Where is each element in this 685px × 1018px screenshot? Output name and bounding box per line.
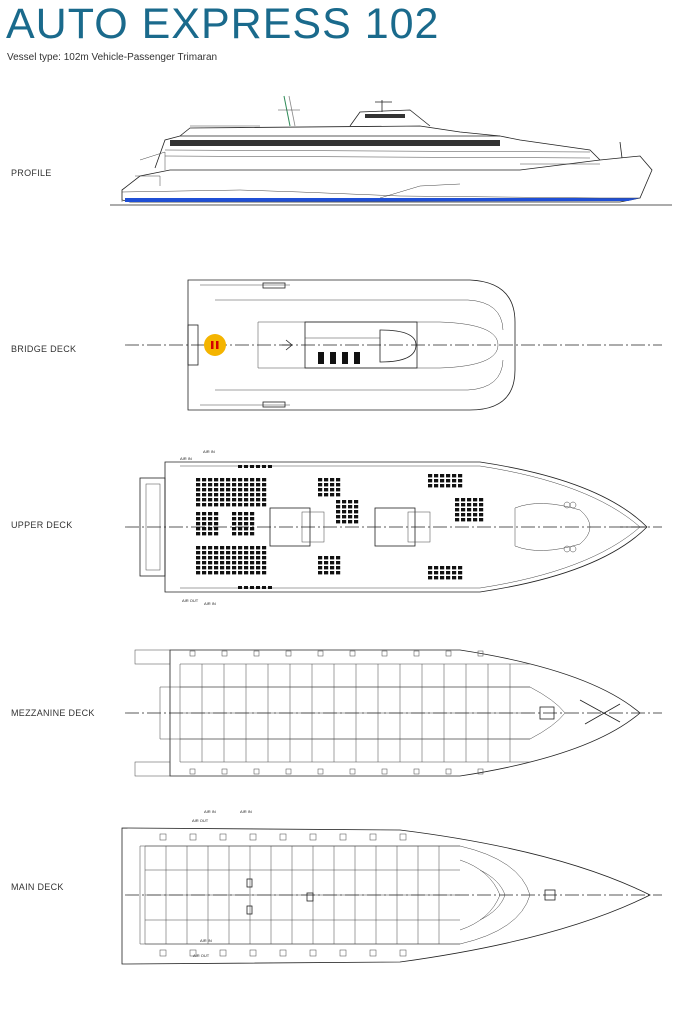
upper-deck-view: AIR IN AIR IN AIR OUT AIR IN <box>125 449 662 606</box>
mezzanine-lane-grid <box>179 650 530 775</box>
vessel-type-subtitle: Vessel type: 102m Vehicle-Passenger Trim… <box>7 52 218 63</box>
svg-text:AIR IN: AIR IN <box>204 601 216 606</box>
mezzanine-deck-view <box>125 649 662 777</box>
page-title: AUTO EXPRESS 102 <box>6 0 440 48</box>
svg-text:AIR IN: AIR IN <box>180 456 192 461</box>
main-deck-lane-grid <box>144 833 460 957</box>
label-profile: PROFILE <box>11 168 52 178</box>
main-deck-view: AIR IN AIR IN AIR OUT AIR IN AIR OUT <box>121 809 662 965</box>
svg-text:AIR IN: AIR IN <box>240 809 252 814</box>
svg-text:AIR OUT: AIR OUT <box>182 598 199 603</box>
svg-text:AIR OUT: AIR OUT <box>193 953 210 958</box>
bridge-deck-marker <box>204 334 226 356</box>
profile-waterline <box>125 198 640 202</box>
svg-text:AIR IN: AIR IN <box>204 809 216 814</box>
label-bridge-deck: BRIDGE DECK <box>11 344 77 354</box>
label-mezzanine-deck: MEZZANINE DECK <box>11 708 95 718</box>
svg-text:AIR OUT: AIR OUT <box>192 818 209 823</box>
bridge-deck-view <box>125 279 662 411</box>
svg-text:AIR IN: AIR IN <box>203 449 215 454</box>
svg-text:AIR IN: AIR IN <box>200 938 212 943</box>
profile-view <box>110 95 672 206</box>
label-main-deck: MAIN DECK <box>11 882 64 892</box>
upper-deck-seating <box>196 465 484 589</box>
label-upper-deck: UPPER DECK <box>11 520 73 530</box>
